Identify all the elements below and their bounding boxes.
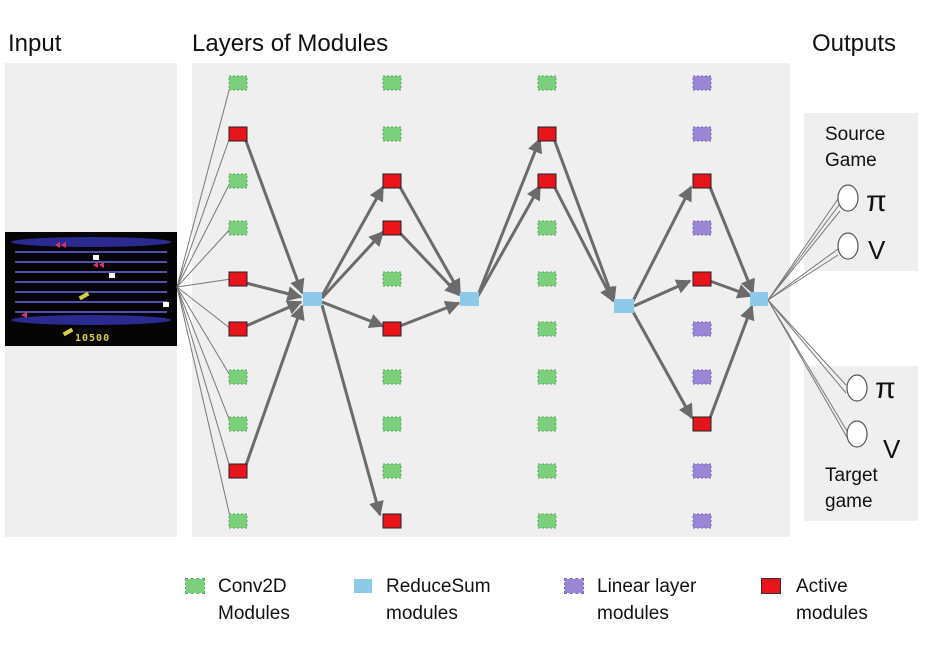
source-label-line1: Source [825, 124, 886, 145]
outputs-heading: Outputs [812, 30, 897, 57]
active-module-node [228, 321, 248, 337]
active-module-node [692, 416, 712, 432]
target-pi-node [846, 374, 868, 402]
reducesum-node [614, 299, 634, 313]
legend-swatch-reducesum [354, 579, 372, 593]
linear-module-node [692, 463, 712, 479]
linear-module-node [692, 126, 712, 142]
output-heads [837, 184, 868, 448]
legend-linear-line2: modules [597, 603, 669, 624]
game-frame-image [5, 232, 177, 346]
source-pi-node [837, 184, 859, 212]
active-module-node [382, 513, 402, 529]
game-score: 10500 [75, 333, 111, 344]
conv2d-module-node [382, 75, 402, 91]
game-screenshot: 10500 [5, 232, 177, 346]
reducesum-node [303, 292, 322, 306]
active-module-node [228, 126, 248, 142]
legend-active-line1: Active [796, 576, 848, 597]
conv2d-module-node [382, 463, 402, 479]
target-v-label: V [883, 434, 901, 464]
source-label-line2: Game [825, 150, 877, 171]
legend-active-line2: modules [796, 603, 868, 624]
legend-reducesum-line2: modules [386, 603, 458, 624]
target-pi-label: π [875, 372, 896, 405]
legend-conv2d-line1: Conv2D [218, 576, 287, 597]
conv2d-module-node [228, 369, 248, 385]
conv2d-module-node [382, 416, 402, 432]
conv2d-module-node [228, 513, 248, 529]
layers-heading: Layers of Modules [192, 30, 389, 57]
active-module-node [537, 126, 557, 142]
conv2d-module-node [382, 271, 402, 287]
input-connections [176, 82, 232, 522]
conv2d-module-node [537, 220, 557, 236]
conv2d-module-node [537, 271, 557, 287]
conv2d-module-node [228, 220, 248, 236]
active-path-arrows [244, 137, 755, 517]
target-label-line2: game [825, 491, 873, 512]
conv2d-module-node [537, 463, 557, 479]
module-nodes [228, 75, 712, 529]
conv2d-module-node [382, 126, 402, 142]
linear-module-node [692, 321, 712, 337]
legend-reducesum-line1: ReduceSum [386, 576, 491, 597]
input-heading: Input [8, 30, 62, 57]
conv2d-module-node [537, 321, 557, 337]
conv2d-module-node [537, 369, 557, 385]
target-v-node [846, 420, 868, 448]
active-module-node [228, 463, 248, 479]
active-module-node [692, 173, 712, 189]
linear-module-node [692, 220, 712, 236]
conv2d-module-node [228, 416, 248, 432]
conv2d-module-node [537, 416, 557, 432]
conv2d-module-node [228, 173, 248, 189]
reducesum-nodes [303, 292, 768, 313]
active-module-node [382, 220, 402, 236]
legend-swatch-active [761, 578, 781, 594]
source-v-node [837, 232, 859, 260]
linear-module-node [692, 513, 712, 529]
reducesum-node [750, 292, 768, 306]
legend-swatch-conv2d [185, 578, 205, 594]
conv2d-module-node [537, 75, 557, 91]
reducesum-node [460, 292, 479, 306]
legend-conv2d-line2: Modules [218, 603, 290, 624]
source-game-panel [804, 113, 918, 271]
legend-linear-line1: Linear layer [597, 576, 697, 597]
conv2d-module-node [382, 369, 402, 385]
source-v-label: V [868, 235, 886, 265]
active-module-node [228, 271, 248, 287]
linear-module-node [692, 369, 712, 385]
conv2d-module-node [228, 75, 248, 91]
linear-module-node [692, 75, 712, 91]
output-connections [767, 198, 849, 440]
legend-swatch-linear [564, 578, 584, 594]
source-pi-label: π [866, 185, 887, 218]
active-module-node [692, 271, 712, 287]
conv2d-module-node [537, 513, 557, 529]
active-module-node [537, 173, 557, 189]
active-module-node [382, 321, 402, 337]
target-label-line1: Target [825, 465, 878, 486]
active-module-node [382, 173, 402, 189]
